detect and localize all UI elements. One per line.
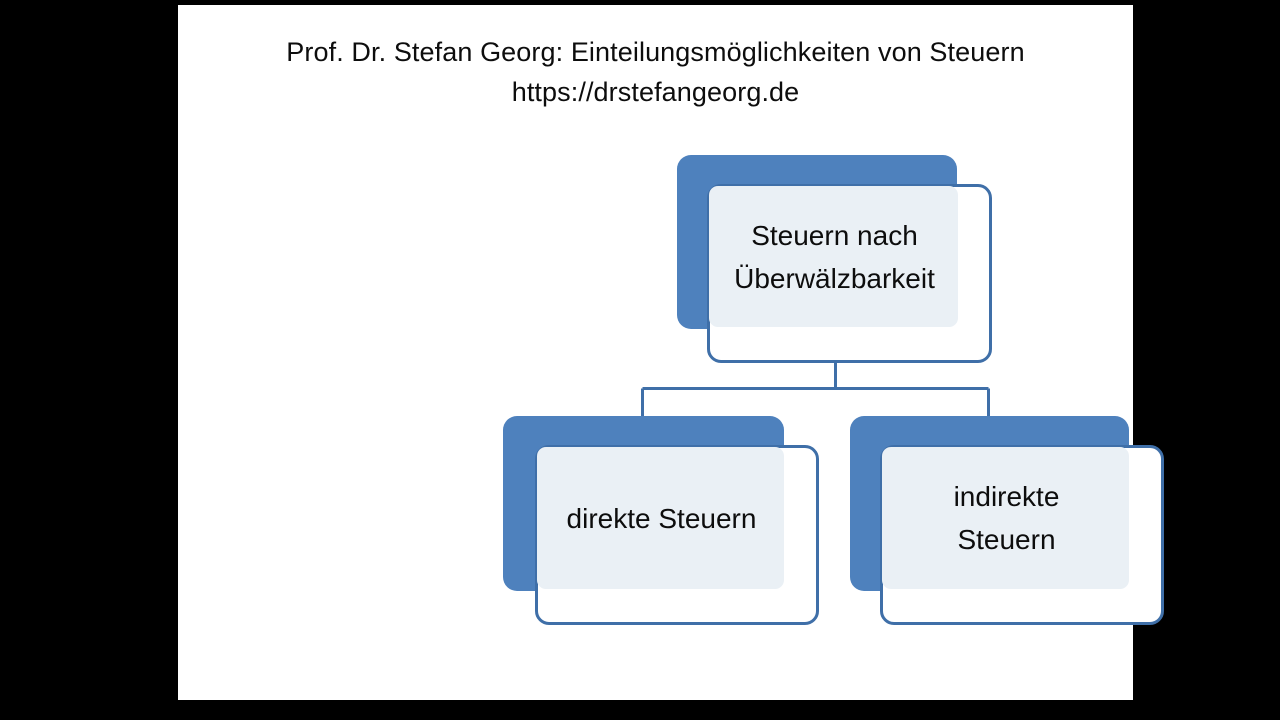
slide-canvas: Prof. Dr. Stefan Georg: Einteilungsmögli… [178, 5, 1164, 700]
node-label: direkte Steuern [566, 502, 757, 534]
node-label: indirekte Steuern [953, 481, 1060, 555]
node-steuern-nach-ueberwaelzbarkeit[interactable]: Steuern nach Überwälzbarkeit [677, 155, 992, 363]
node-label: Steuern nach Überwälzbarkeit [734, 220, 935, 294]
hierarchy-diagram: Steuern nach Überwälzbarkeit direkte Ste… [178, 5, 1164, 700]
node-inner-panel [537, 447, 784, 589]
node-inner-panel [882, 447, 1129, 589]
title-line-url: https://drstefangeorg.de [511, 77, 800, 107]
node-inner-panel [709, 186, 958, 327]
node-direkte-steuern[interactable]: direkte Steuern [503, 416, 819, 625]
page-title: Prof. Dr. Stefan Georg: Einteilungsmögli… [178, 32, 1133, 112]
node-indirekte-steuern[interactable]: indirekte Steuern [850, 416, 1164, 625]
title-line-presenter: Prof. Dr. Stefan Georg: Einteilungsmögli… [286, 37, 1025, 67]
